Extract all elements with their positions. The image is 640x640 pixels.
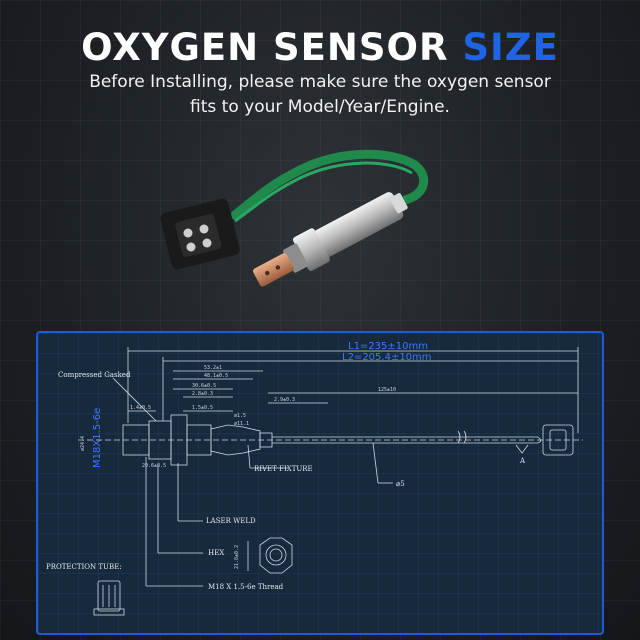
label-l2: L2=205.4±10mm xyxy=(342,352,432,363)
sensor-body xyxy=(253,192,408,287)
label-l1: L1=235±10mm xyxy=(348,341,428,352)
label-thread: M18 X 1.5-6e Thread xyxy=(208,583,284,591)
dim-d2: ⌀11.1 xyxy=(234,421,249,427)
label-laser-weld: LASER WELD xyxy=(206,517,256,525)
wire-highlight xyxy=(234,161,413,223)
dim-d1: ⌀1.5 xyxy=(234,413,246,419)
label-compressed-gasket: Compressed Gasked xyxy=(58,371,131,379)
dim-20: 20.6±0.5 xyxy=(142,463,166,469)
dim-d4: ⌀24.4 xyxy=(80,436,86,451)
label-hex: HEX xyxy=(208,549,224,557)
marker-a-arrow xyxy=(515,444,529,454)
dim-15: 1.5±0.5 xyxy=(192,405,213,411)
label-rivet-fixture: RIVET FIXTURE xyxy=(254,465,313,473)
title-main: OXYGEN SENSOR xyxy=(81,26,449,69)
dimension-drawing: L1=235±10mm L2=205.4±10mm Compressed Gas… xyxy=(46,341,583,616)
dim-48: 48.1±0.5 xyxy=(204,373,228,379)
dim-125: 125±10 xyxy=(378,387,396,393)
page-subtitle: Before Installing, please make sure the … xyxy=(40,70,600,120)
title-accent: SIZE xyxy=(462,26,559,69)
dim-28: 2.8±0.3 xyxy=(192,391,213,397)
connector-plug xyxy=(160,198,240,270)
label-protection-tube: PROTECTION TUBE: xyxy=(46,563,122,571)
dim-21: 21.8±0.2 xyxy=(234,545,240,569)
label-marker-a: A xyxy=(519,457,526,465)
page-title: OXYGEN SENSOR SIZE xyxy=(0,26,640,69)
label-thread-side: M18X1.5-6e xyxy=(92,408,103,468)
subtitle-line-1: Before Installing, please make sure the … xyxy=(89,72,551,92)
dim-14: 1.4±0.5 xyxy=(130,405,151,411)
label-diameter: ⌀5 xyxy=(396,480,405,488)
dim-30: 30.6±0.5 xyxy=(192,383,216,389)
subtitle-line-2: fits to your Model/Year/Engine. xyxy=(190,97,450,117)
oxygen-sensor-image xyxy=(160,149,429,287)
wire-harness xyxy=(230,149,429,220)
dim-29: 2.9±0.3 xyxy=(274,397,295,403)
dim-53: 53.2±1 xyxy=(204,365,222,371)
technical-drawing-panel: L1=235±10mm L2=205.4±10mm Compressed Gas… xyxy=(36,331,604,635)
